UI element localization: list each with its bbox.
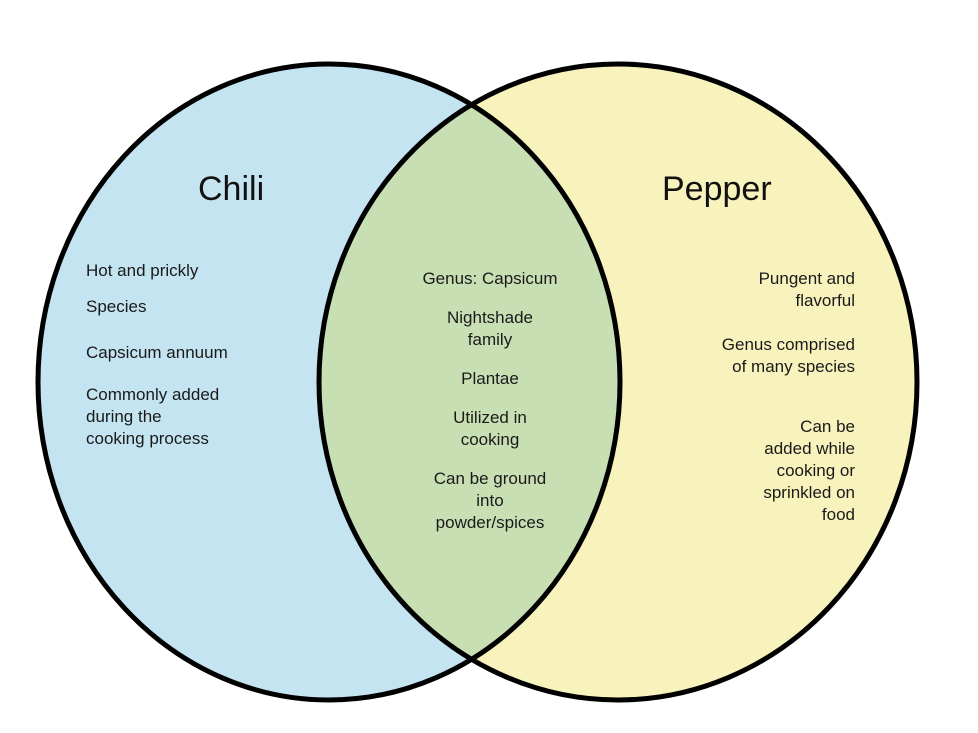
list-item: Can be ground into powder/spices bbox=[433, 469, 547, 532]
list-item: Plantae bbox=[461, 369, 519, 388]
left-set-items: Hot and prickly Species Capsicum annuum … bbox=[86, 260, 276, 464]
list-item: Capsicum annuum bbox=[86, 343, 228, 362]
left-set-title: Chili bbox=[198, 170, 265, 208]
list-item: Species bbox=[86, 297, 147, 316]
list-item: Genus: Capsicum bbox=[422, 269, 558, 288]
list-item: Pungent and flavorful bbox=[758, 269, 855, 310]
list-item: Hot and prickly bbox=[86, 261, 199, 280]
left-set-outline bbox=[35, 61, 623, 703]
right-set-items: Pungent and flavorful Genus comprised of… bbox=[700, 268, 855, 548]
right-set-outline bbox=[316, 61, 920, 703]
right-set-title: Pepper bbox=[662, 170, 772, 208]
list-item: Genus comprised of many species bbox=[721, 335, 855, 376]
list-item: Utilized in cooking bbox=[453, 408, 527, 449]
list-item: Nightshade family bbox=[446, 308, 533, 349]
list-item: Can be added while cooking or sprinkled … bbox=[763, 417, 855, 524]
intersection-items: Genus: Capsicum Nightshade family Planta… bbox=[395, 268, 585, 551]
list-item: Commonly added during the cooking proces… bbox=[86, 385, 220, 448]
